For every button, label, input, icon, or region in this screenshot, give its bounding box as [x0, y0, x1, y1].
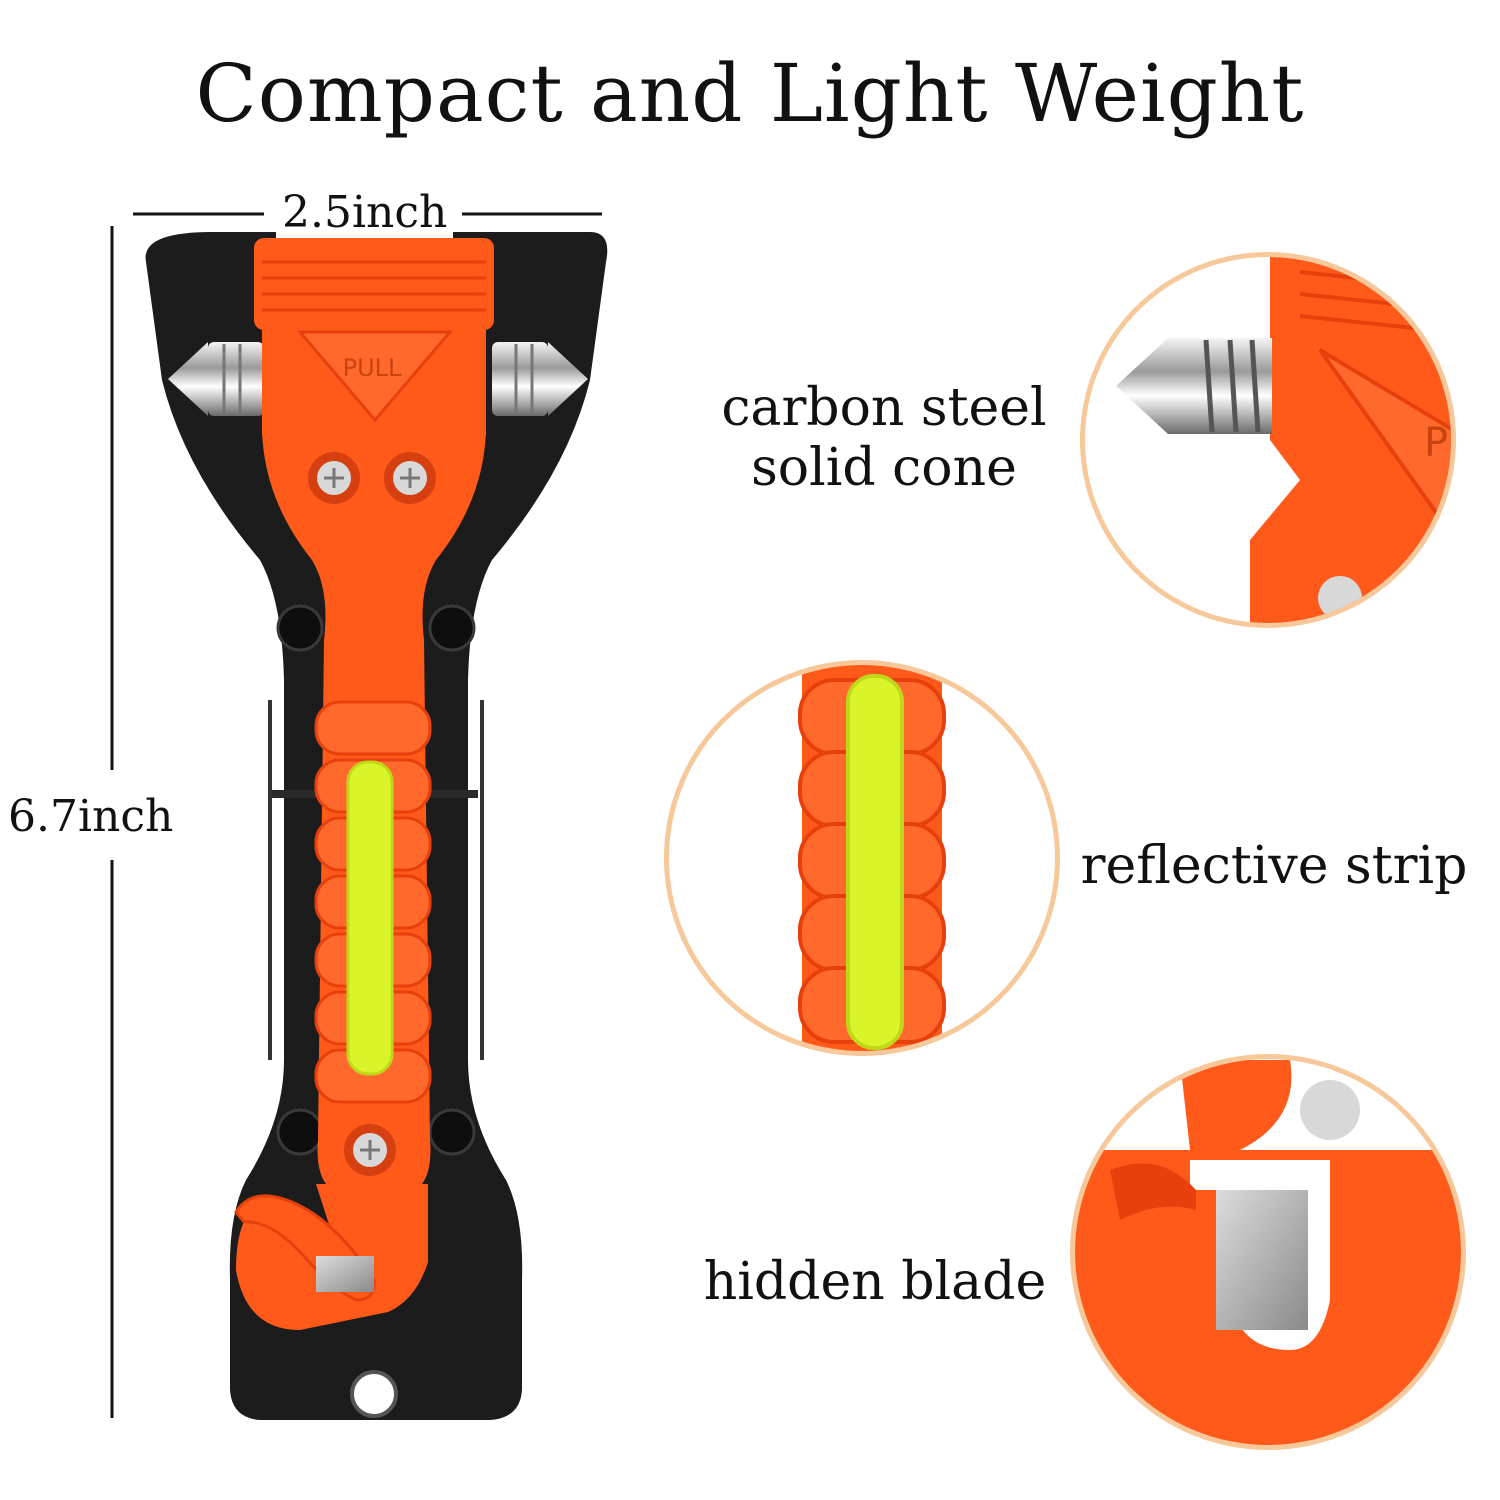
left-steel-cone: [168, 342, 264, 416]
lanyard-hole: [350, 1370, 398, 1418]
feature-label-line: solid cone: [751, 438, 1017, 498]
screw-icon: [344, 1124, 396, 1176]
height-label: 6.7inch: [2, 792, 180, 842]
width-label: 2.5inch: [276, 188, 454, 238]
screw-icon: [308, 452, 360, 504]
feature-label-line: carbon steel: [721, 378, 1047, 438]
pull-text: PULL: [343, 354, 402, 382]
hammer-orange-cap: [254, 238, 494, 330]
right-steel-cone: [492, 342, 588, 416]
page-title: Compact and Light Weight: [195, 47, 1305, 140]
feature-label-carbon-steel: carbon steel solid cone: [704, 378, 1064, 498]
zoom-circle-reflective-strip: [664, 660, 1060, 1056]
screw-icon: [384, 452, 436, 504]
zoom-circle-steel-cone: PU: [1080, 252, 1477, 628]
safety-hammer-image: PULL: [145, 232, 608, 1420]
feature-label-reflective-strip: reflective strip: [1080, 836, 1468, 896]
feature-label-hidden-blade: hidden blade: [703, 1252, 1047, 1312]
zoom-circle-hidden-blade: [1070, 1054, 1466, 1450]
reflective-strip: [346, 760, 394, 1076]
svg-text:PU: PU: [1424, 420, 1477, 466]
